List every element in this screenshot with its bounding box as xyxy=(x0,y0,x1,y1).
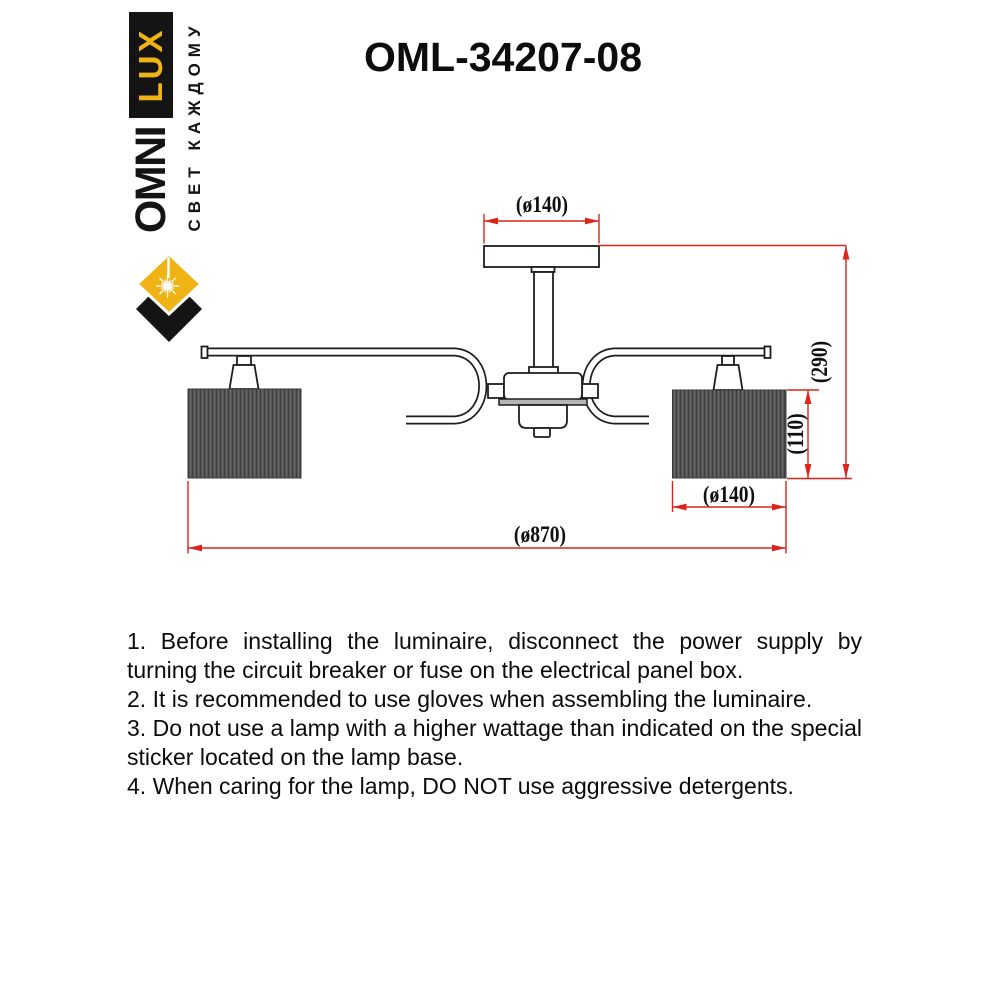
left-holder-neck xyxy=(236,355,252,366)
instruction-item-3: 3. Do not use a lamp with a higher watta… xyxy=(127,715,862,770)
dim-label-overall-height: (290) xyxy=(807,340,832,384)
brand-lux-box: LUX xyxy=(129,12,173,118)
brand-tagline: СВЕТ КАЖДОМУ xyxy=(185,20,204,232)
right-shade xyxy=(672,389,787,479)
left-arm-inner xyxy=(203,349,486,423)
instruction-item-1: 1. Before installing the luminaire, disc… xyxy=(127,628,862,683)
instruction-item-4: 4. When caring for the lamp, DO NOT use … xyxy=(127,773,794,799)
dim-label-shade-height: (110) xyxy=(783,413,808,455)
right-arm-endcap xyxy=(763,345,772,359)
arm-connector-left xyxy=(487,383,505,399)
left-holder xyxy=(228,364,260,390)
right-holder xyxy=(712,364,744,391)
arm-connector-right xyxy=(581,383,599,399)
instruction-item-2: 2. It is recommended to use gloves when … xyxy=(127,686,813,712)
hanging-lamp-icon xyxy=(156,257,179,298)
center-socket xyxy=(518,404,568,429)
fixture-outline xyxy=(187,245,787,479)
center-body xyxy=(503,372,583,401)
left-arm-endcap xyxy=(200,345,209,359)
ceiling-canopy xyxy=(483,245,600,268)
dim-label-canopy-diameter: (ø140) xyxy=(515,192,569,217)
installation-instructions: 1. Before installing the luminaire, disc… xyxy=(127,627,862,801)
stem xyxy=(533,271,554,369)
socket-nub xyxy=(533,427,551,438)
right-holder-neck xyxy=(721,355,735,366)
brand-diamond-logo xyxy=(134,251,204,342)
dimension-lines xyxy=(187,214,852,554)
dim-label-shade-diameter: (ø140) xyxy=(702,482,756,507)
dim-label-overall-diameter: (ø870) xyxy=(513,522,567,547)
brand-omni-text: OMNI xyxy=(127,126,175,234)
brand-lux-text: LUX xyxy=(132,27,169,103)
left-shade xyxy=(187,388,302,479)
model-number: OML-34207-08 xyxy=(363,34,642,80)
